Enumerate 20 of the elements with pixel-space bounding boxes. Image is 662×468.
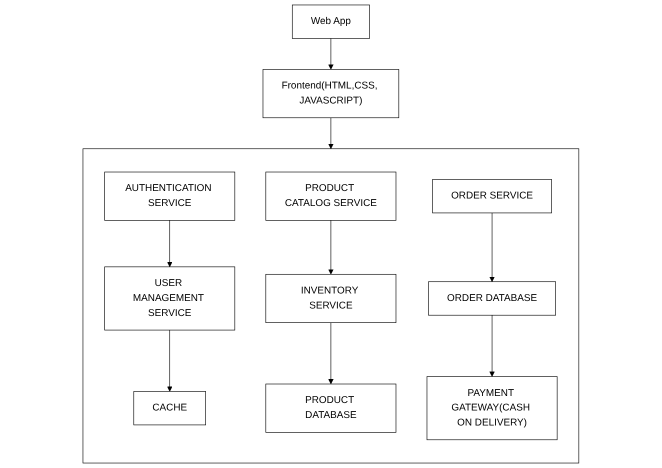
node-box: ORDER DATABASE xyxy=(428,281,556,316)
node-box: PRODUCT CATALOG SERVICE xyxy=(266,172,396,221)
node-box: AUTHENTICATION SERVICE xyxy=(104,172,236,221)
arrow xyxy=(167,330,173,392)
node-box: USER MANAGEMENT SERVICE xyxy=(104,266,236,330)
arrow xyxy=(328,38,334,70)
node-box: CACHE xyxy=(134,391,206,426)
arrow xyxy=(328,322,334,384)
node-box: PAYMENT GATEWAY(CASH ON DELIVERY) xyxy=(426,376,558,440)
arrow xyxy=(489,314,495,377)
node-box: INVENTORY SERVICE xyxy=(266,274,396,323)
node-box: Frontend(HTML,CSS, JAVASCRIPT) xyxy=(262,69,400,118)
cluster xyxy=(82,148,580,464)
arrow xyxy=(328,220,334,275)
arrow xyxy=(489,212,495,282)
node-box: PRODUCT DATABASE xyxy=(266,384,396,433)
node-box: ORDER SERVICE xyxy=(432,179,552,214)
arrow xyxy=(328,117,334,150)
arrow xyxy=(167,220,173,268)
node-box: Web App xyxy=(292,4,370,39)
